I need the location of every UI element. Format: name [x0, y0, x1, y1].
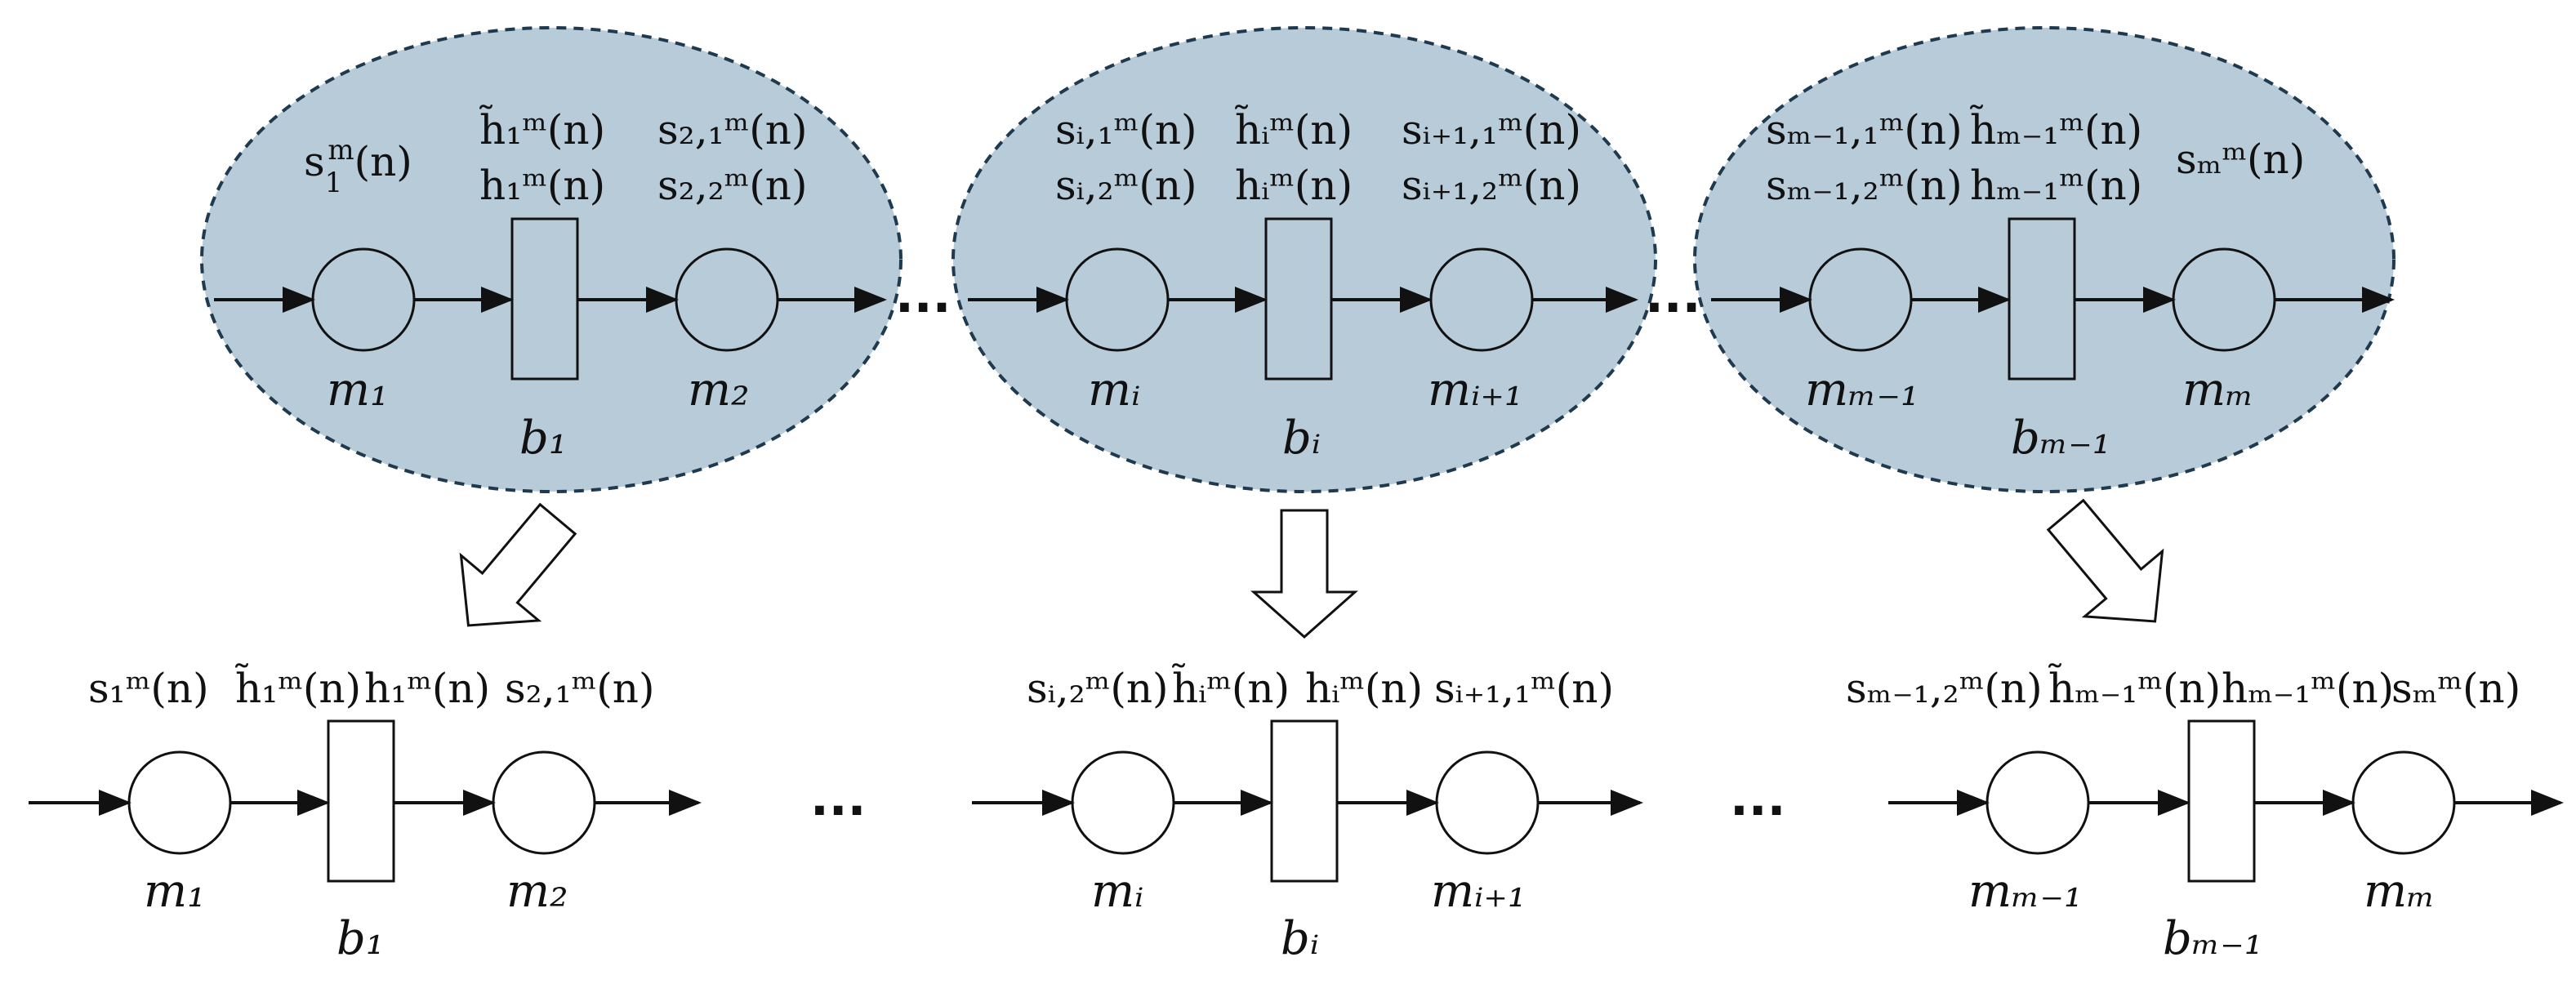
top-ci-m-out-label: mᵢ₊₁ — [1428, 363, 1522, 416]
bottom-M-block: bₘ₋₁ — [2163, 912, 2262, 965]
bottom-1-block: b₁ — [336, 912, 384, 965]
bottom-i-label-4: sᵢ₊₁,₁ᵐ(n) — [1434, 665, 1614, 712]
top-cM-m-in-label: mₘ₋₁ — [1805, 363, 1919, 416]
machine-mM-bottom — [2351, 750, 2456, 855]
top-ci-out-label-1: sᵢ₊₁,₁ᵐ(n) — [1402, 106, 1581, 154]
bottom-line-i — [972, 719, 1643, 883]
bottom-M-label-1: sₘ₋₁,₂ᵐ(n) — [1846, 665, 2043, 712]
bottom-i-label-1: sᵢ,₂ᵐ(n) — [1027, 665, 1169, 712]
bottom-1-m-out: m₂ — [506, 865, 568, 918]
cluster-1-ellipse — [200, 26, 902, 493]
top-c1-out-label-2: s₂,₂ᵐ(n) — [657, 162, 808, 209]
top-cM-in-label-2: sₘ₋₁,₂ᵐ(n) — [1766, 162, 1963, 209]
top-ellipsis-2: ... — [1645, 267, 1700, 324]
top-cM-in-label-1: sₘ₋₁,₁ᵐ(n) — [1766, 106, 1963, 154]
bottom-line-1 — [29, 719, 702, 883]
buffer-bM1-bottom — [2187, 719, 2256, 883]
buffer-b1-bottom — [327, 719, 395, 883]
top-c1-m-in-label: m₁ — [327, 363, 389, 416]
bottom-i-m-out: mᵢ₊₁ — [1431, 865, 1526, 918]
bottom-M-m-out: mₘ — [2364, 865, 2435, 918]
bottom-i-label-2: h̃ᵢᵐ(n) — [1172, 662, 1290, 712]
top-ci-m-in-label: mᵢ — [1088, 363, 1140, 416]
top-cM-m-out-label: mₘ — [2182, 363, 2253, 416]
top-ci-block-name: bᵢ — [1282, 412, 1321, 465]
bottom-i-label-3: hᵢᵐ(n) — [1305, 665, 1423, 712]
decomposition-arrow-1 — [459, 502, 577, 627]
machine-mi-bottom — [1071, 750, 1175, 855]
bottom-line-M — [1888, 719, 2564, 883]
top-c1-out-label-1: s₂,₁ᵐ(n) — [657, 106, 808, 154]
top-c1-block-label-2: h₁ᵐ(n) — [479, 162, 605, 209]
top-c1-m-out-label: m₂ — [688, 363, 750, 416]
bottom-M-label-2: h̃ₘ₋₁ᵐ(n) — [2048, 662, 2222, 712]
top-c1-block-name: b₁ — [519, 412, 567, 465]
decomposition-arrow-2 — [1250, 509, 1358, 639]
machine-mi1-bottom — [1435, 750, 1540, 855]
top-ci-block-label-1: h̃ᵢᵐ(n) — [1235, 104, 1353, 154]
bottom-1-label-1: s₁ᵐ(n) — [88, 665, 209, 712]
bottom-1-label-3: h₁ᵐ(n) — [364, 665, 490, 712]
top-line-cluster-1 — [214, 217, 887, 381]
top-c1-block-label-1: h̃₁ᵐ(n) — [479, 104, 606, 154]
machine-m1-bottom — [127, 750, 232, 855]
bottom-M-m-in: mₘ₋₁ — [1968, 865, 2082, 918]
decomposition-arrow-3 — [2046, 498, 2164, 623]
bottom-1-m-in: m₁ — [144, 865, 206, 918]
bottom-i-block: bᵢ — [1281, 912, 1319, 965]
top-line-cluster-i — [968, 217, 1638, 381]
top-cM-block-label-1: h̃ₘ₋₁ᵐ(n) — [1970, 104, 2143, 154]
top-ci-in-label-2: sᵢ,₂ᵐ(n) — [1055, 162, 1197, 209]
buffer-bi-bottom — [1270, 719, 1339, 883]
top-cM-block-name: bₘ₋₁ — [2011, 412, 2110, 465]
top-cM-out-label-1: sₘᵐ(n) — [2176, 136, 2305, 183]
top-ellipsis-1: ... — [895, 267, 951, 324]
bottom-i-m-in: mᵢ — [1091, 865, 1143, 918]
bottom-ellipsis-2: ... — [1730, 770, 1785, 827]
top-line-cluster-M — [1711, 217, 2395, 381]
top-ci-out-label-2: sᵢ₊₁,₂ᵐ(n) — [1402, 162, 1581, 209]
machine-m2-bottom — [492, 750, 596, 855]
top-ci-in-label-1: sᵢ,₁ᵐ(n) — [1055, 106, 1197, 154]
top-cM-block-label-2: hₘ₋₁ᵐ(n) — [1970, 162, 2142, 209]
machine-mM1-bottom — [1985, 750, 2090, 855]
cluster-M-ellipse — [1693, 26, 2396, 493]
top-ci-block-label-2: hᵢᵐ(n) — [1235, 162, 1353, 209]
cluster-i-ellipse — [952, 26, 1657, 493]
bottom-ellipsis-1: ... — [810, 770, 866, 827]
bottom-M-label-3: hₘ₋₁ᵐ(n) — [2222, 665, 2394, 712]
bottom-M-label-4: sₘᵐ(n) — [2391, 665, 2520, 712]
bottom-1-label-2: h̃₁ᵐ(n) — [235, 662, 362, 712]
bottom-1-label-4: s₂,₁ᵐ(n) — [505, 665, 655, 712]
